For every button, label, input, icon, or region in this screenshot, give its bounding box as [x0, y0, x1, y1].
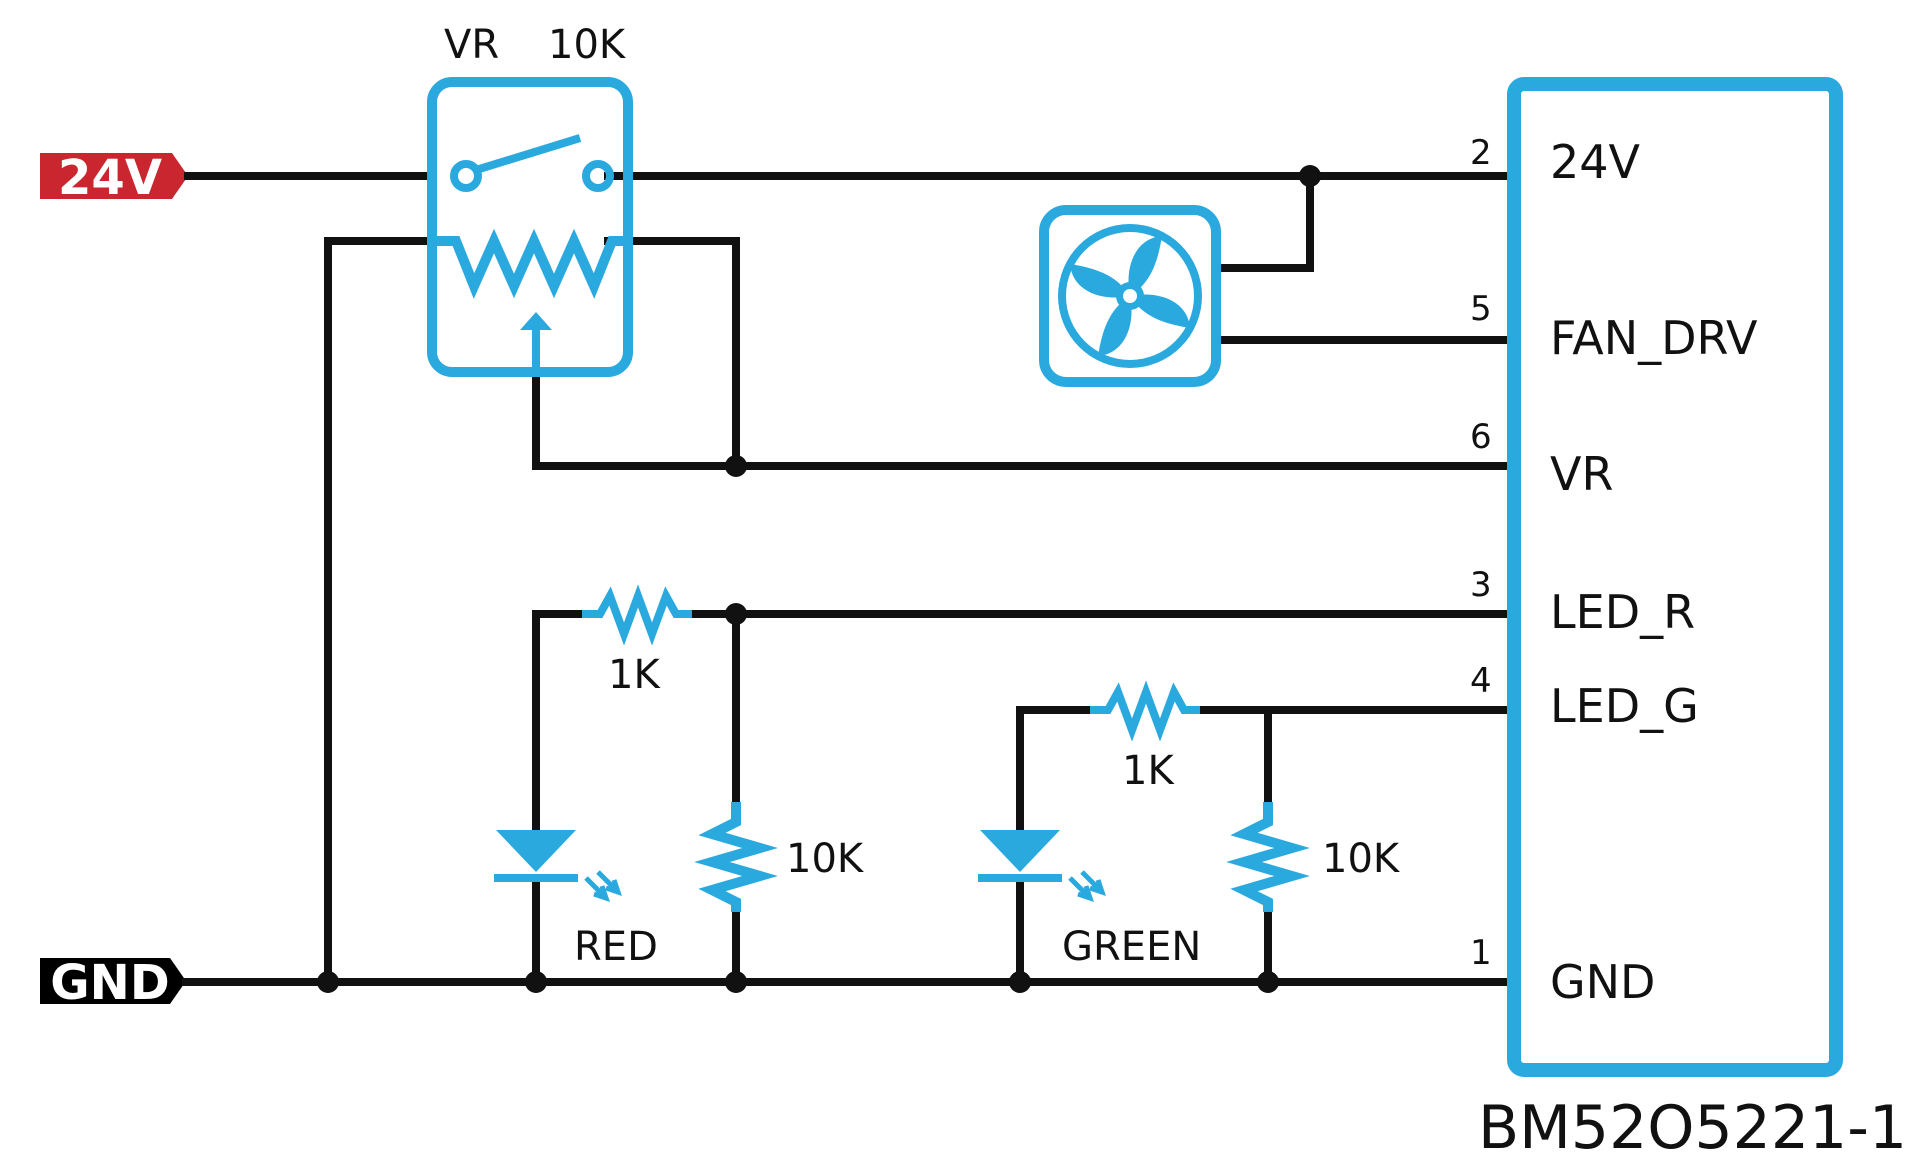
green-series-resistor — [1090, 680, 1200, 742]
junction-led-r — [725, 603, 747, 625]
wire-green-anode — [1016, 706, 1094, 832]
power-port-label: 24V — [58, 150, 162, 206]
fan-blade-1 — [1128, 236, 1162, 296]
fan-frame — [1039, 205, 1221, 387]
pin-number-led-r: 3 — [1470, 565, 1492, 605]
green-led-label: GREEN — [1062, 924, 1201, 970]
pin-number-fan-drv: 5 — [1470, 289, 1492, 329]
red-led-circuit: 1K RED 10K — [494, 584, 865, 970]
junction-24v-fan — [1299, 165, 1321, 187]
switch-contact-left — [450, 160, 482, 192]
power-port: 24V — [40, 150, 188, 206]
wire-red-anode — [532, 610, 586, 832]
module-part-number: BM52O5221-1 — [1478, 1093, 1907, 1163]
junction-gnd-pot — [317, 971, 339, 993]
pin-name-led-r: LED_R — [1550, 585, 1695, 639]
red-pulldown-resistor-label: 10K — [786, 836, 865, 882]
fan — [1039, 205, 1221, 387]
wire-fan-24v — [1218, 172, 1314, 272]
red-led-triangle — [496, 830, 576, 872]
green-pulldown-resistor-label: 10K — [1322, 836, 1401, 882]
fan-blades — [1070, 236, 1190, 356]
junction-gnd-red-led — [525, 971, 547, 993]
green-led-triangle — [980, 830, 1060, 872]
junction-gnd-green-pulldown — [1257, 971, 1279, 993]
red-led-emission-arrows — [584, 870, 622, 902]
pot-wiper-arrow — [520, 312, 552, 330]
junction-gnd-green-led — [1009, 971, 1031, 993]
red-pulldown-resistor — [694, 802, 778, 912]
pin-number-gnd: 1 — [1470, 933, 1492, 973]
green-series-resistor-label: 1K — [1122, 748, 1175, 794]
red-series-resistor — [582, 584, 692, 646]
ground-port-shape — [40, 958, 186, 1004]
wire-pot-right — [604, 237, 740, 470]
wires — [182, 172, 1512, 986]
fan-blade-2 — [1130, 294, 1190, 328]
switch-contact-right — [582, 160, 614, 192]
wire-wiper — [532, 371, 1512, 470]
switch-blade — [474, 134, 582, 174]
pin-name-led-g: LED_G — [1550, 679, 1699, 733]
pot-ref-label: VR — [444, 22, 499, 68]
red-led-label: RED — [574, 924, 658, 970]
pin-number-vr: 6 — [1470, 417, 1492, 457]
module: 2 24V 5 FAN_DRV 6 VR 3 LED_R 4 LED_G 1 G… — [1470, 77, 1907, 1163]
pot-resistor-zigzag — [432, 228, 628, 299]
pin-name-fan-drv: FAN_DRV — [1550, 311, 1758, 365]
green-pulldown-resistor — [1226, 802, 1310, 912]
fan-blade-4 — [1070, 264, 1130, 298]
potentiometer: VR 10K — [427, 22, 633, 377]
pin-number-led-g: 4 — [1470, 661, 1492, 701]
pin-name-24v: 24V — [1550, 135, 1641, 189]
green-led-circuit: 1K GREEN 10K — [978, 680, 1401, 970]
ground-port: GND — [40, 955, 186, 1011]
pin-name-gnd: GND — [1550, 955, 1655, 1009]
ground-port-label: GND — [50, 955, 169, 1011]
pin-name-vr: VR — [1550, 447, 1613, 501]
green-led-emission-arrows — [1068, 870, 1106, 902]
fan-icon — [1058, 224, 1202, 368]
pot-value-label: 10K — [548, 22, 627, 68]
wire-pot-gnd — [324, 237, 454, 986]
red-series-resistor-label: 1K — [608, 652, 661, 698]
module-body — [1507, 77, 1843, 1077]
pin-number-24v: 2 — [1470, 133, 1492, 173]
potentiometer-body — [427, 77, 633, 377]
junction-gnd-red-pulldown — [725, 971, 747, 993]
fan-blade-3 — [1098, 296, 1132, 356]
junction-vr — [725, 455, 747, 477]
junctions — [317, 165, 1321, 993]
power-port-shape — [40, 153, 188, 199]
fan-hub-center — [1123, 289, 1137, 303]
